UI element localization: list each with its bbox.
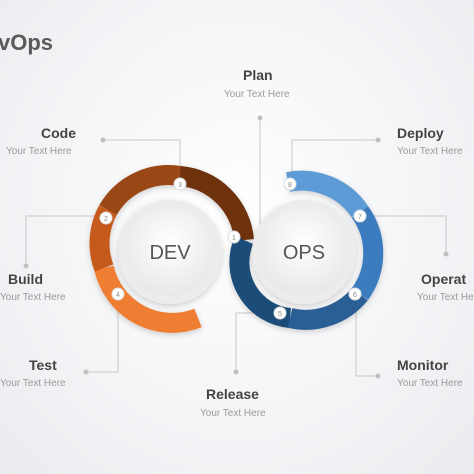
step-release-sub: Your Text Here	[200, 408, 266, 419]
step-plan-sub: Your Text Here	[224, 89, 290, 100]
step-monitor-label: Monitor	[397, 357, 449, 373]
step-code-label: Code	[41, 125, 76, 141]
connector-deploy	[291, 139, 378, 180]
dev-hub: DEV	[118, 200, 222, 304]
segment-test	[94, 265, 202, 333]
ops-hub: OPS	[252, 200, 356, 304]
step-deploy-label: Deploy	[397, 125, 444, 141]
step-operate-sub: Your Text Here	[417, 292, 474, 303]
badge-2-text: 2	[104, 216, 108, 223]
badge-3: 3	[173, 177, 187, 191]
connector-dots	[23, 115, 449, 379]
segment-plan	[178, 166, 254, 242]
step-code-sub: Your Text Here	[6, 146, 72, 157]
segment-operate	[351, 206, 384, 300]
step-monitor-sub: Your Text Here	[397, 378, 463, 389]
step-plan-label: Plan	[243, 67, 273, 83]
ops-hub-label: OPS	[283, 242, 325, 264]
step-deploy-sub: Your Text Here	[397, 146, 463, 157]
step-test-label: Test	[29, 357, 57, 373]
connector-test	[86, 292, 119, 373]
badge-5: 5	[273, 306, 287, 320]
segment-code	[99, 165, 182, 216]
badge-3-text: 3	[178, 182, 182, 189]
badge-2: 2	[99, 211, 113, 225]
connector-build	[25, 215, 104, 266]
badge-7: 7	[353, 209, 367, 223]
connector-operate	[362, 215, 447, 254]
step-test-sub: Your Text Here	[0, 378, 66, 389]
step-build-sub: Your Text Here	[0, 292, 66, 303]
badge-6: 6	[348, 287, 362, 301]
badge-1: 1	[227, 230, 241, 244]
badge-7-text: 7	[358, 214, 362, 221]
step-operate-label: Operat	[421, 271, 467, 287]
badge-4: 4	[111, 287, 125, 301]
badge-5-text: 5	[278, 311, 282, 318]
badge-6-text: 6	[353, 292, 357, 299]
connector-code	[103, 139, 181, 172]
step-badges: 1 2 3 4 5 6 7 8	[99, 177, 367, 320]
page-title: vOps	[0, 30, 54, 55]
badge-1-text: 1	[232, 235, 236, 242]
badge-4-text: 4	[116, 292, 120, 299]
step-build-label: Build	[8, 271, 43, 287]
connector-lines	[25, 118, 447, 377]
dev-hub-label: DEV	[149, 242, 191, 264]
connector-monitor	[355, 294, 378, 377]
badge-8: 8	[283, 177, 297, 191]
segment-deploy	[286, 170, 369, 218]
badge-8-text: 8	[288, 182, 292, 189]
step-release-label: Release	[206, 386, 259, 402]
